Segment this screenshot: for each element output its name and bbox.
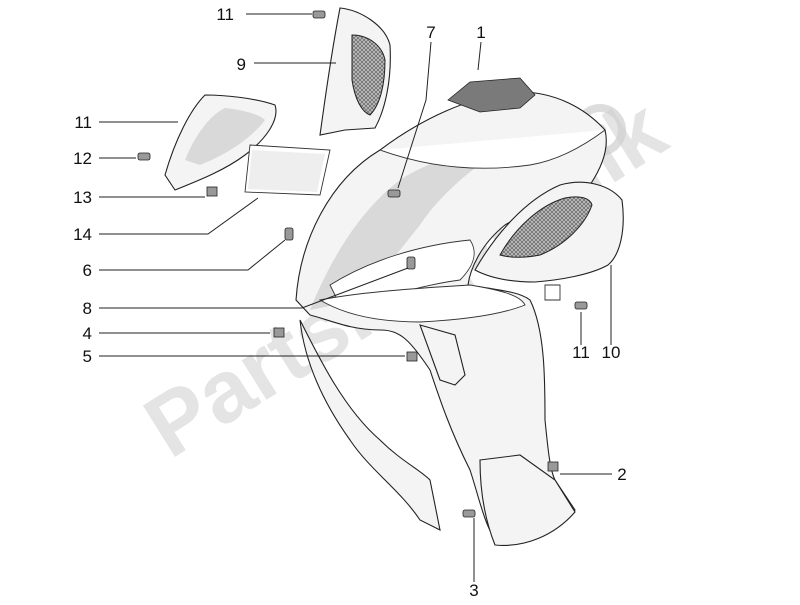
screw-icon-13 — [137, 152, 151, 161]
left-inner-panel-part-9 — [319, 7, 391, 136]
callout-10: 10 — [602, 343, 621, 362]
callout-2: 2 — [617, 465, 626, 484]
callout-11-top: 11 — [216, 5, 234, 24]
callout-12: 11 — [74, 113, 92, 132]
callout-6: 6 — [83, 261, 92, 280]
screw-icon-8 — [406, 256, 416, 270]
clip-icon-2 — [547, 461, 559, 472]
callout-9: 9 — [237, 55, 246, 74]
front-shield-part-1 — [295, 77, 607, 546]
clip-icon-14 — [206, 186, 218, 197]
callout-3: 3 — [469, 581, 478, 600]
callout-15: 14 — [73, 225, 92, 244]
callout-11-right: 11 — [572, 343, 590, 362]
clip-icon-5 — [406, 351, 418, 362]
callout-labels: 11 9 7 1 11 12 13 14 6 8 4 5 11 10 2 3 — [73, 5, 627, 600]
callout-5: 5 — [83, 347, 92, 366]
screws-and-clips — [137, 10, 588, 518]
callout-14: 13 — [73, 188, 92, 207]
upper-cover-part-12 — [164, 94, 277, 191]
callout-13: 12 — [73, 149, 92, 168]
screw-icon-7 — [387, 189, 401, 198]
callout-4: 4 — [83, 324, 92, 343]
screw-icon-6 — [284, 227, 294, 241]
screw-icon-11-right — [574, 301, 588, 310]
callout-8: 8 — [83, 299, 92, 318]
right-grille-panel-part-10 — [474, 181, 624, 301]
screw-icon-11-top — [312, 10, 326, 19]
screw-icon-3 — [462, 509, 476, 518]
callout-7: 7 — [426, 23, 435, 42]
clip-icon-4 — [273, 327, 285, 338]
leader-lines — [99, 13, 612, 582]
flat-plate-part-15 — [244, 144, 331, 196]
callout-1: 1 — [476, 23, 485, 42]
